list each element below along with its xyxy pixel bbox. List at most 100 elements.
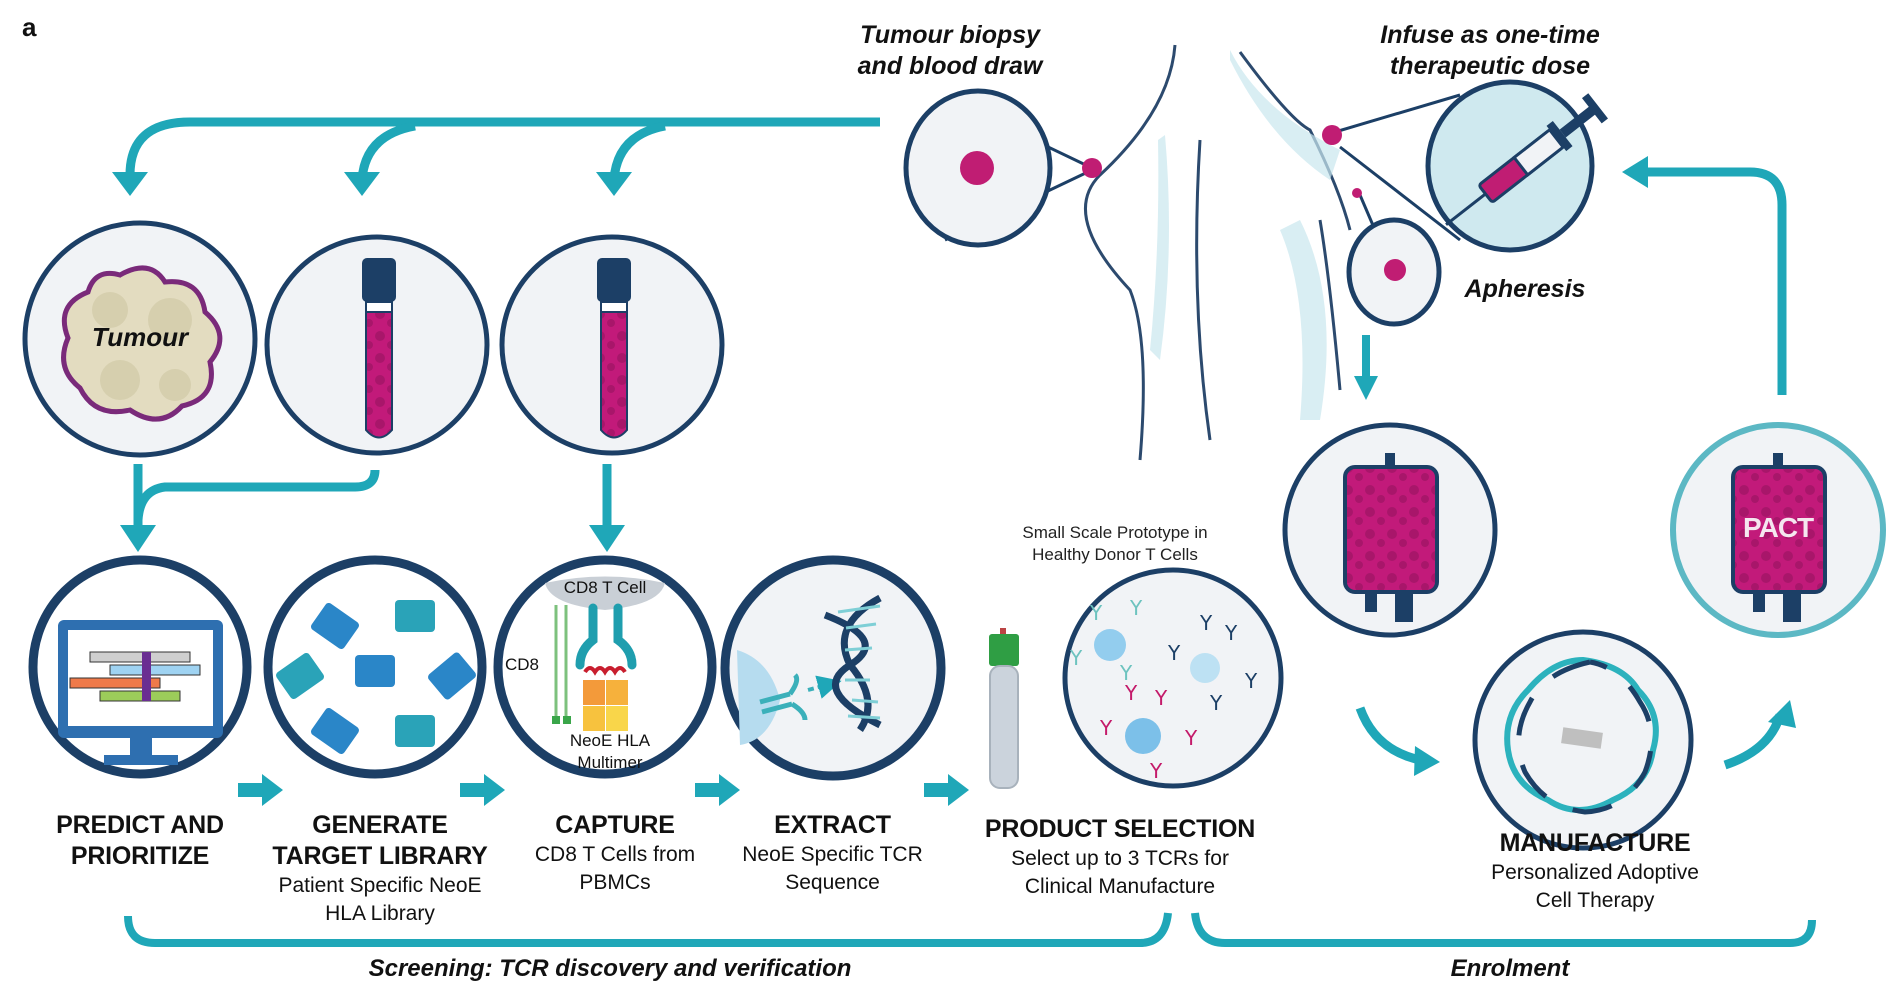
vial-cap [989,634,1019,666]
capture-circle [493,555,717,779]
arrowhead-left-icon [1622,156,1648,188]
apheresis-bag-circle [1282,422,1498,638]
library-circle [263,555,487,779]
svg-text:Y: Y [1149,759,1163,783]
arrowhead-right-icon [1414,746,1440,776]
dna-helix-icon [823,594,882,732]
feed-arrows [125,117,880,181]
svg-text:Y: Y [1069,646,1083,670]
vial-icon [989,665,1019,789]
step-title-line2: TARGET LIBRARY [272,842,488,870]
body-silhouette [1084,44,1352,461]
step-extract: EXTRACT NeoE Specific TCR Sequence [715,810,950,897]
screening-brace [124,912,1172,947]
feed-branch-2 [357,121,416,181]
return-arrow [1622,156,1787,395]
tcr-icon [575,603,637,670]
predict-circle [28,555,252,779]
svg-text:Y: Y [1099,716,1113,740]
pact-bag-circle [1670,422,1886,638]
prototype-caption-line2: Healthy Donor T Cells [1032,545,1198,564]
screening-section-label: Screening: TCR discovery and verificatio… [368,955,852,982]
step-generate: GENERATE TARGET LIBRARY Patient Specific… [255,810,505,928]
cd8-label: CD8 [504,655,539,674]
blood-bag-icon [1343,465,1439,594]
step-arrows [238,774,969,806]
feed-branch-3 [609,121,666,181]
svg-text:Y: Y [1167,641,1181,665]
arrowhead-down-icon [344,172,380,196]
arrow-right-icon [238,774,283,806]
svg-text:Y: Y [1209,691,1223,715]
biopsy-zoom-circle [903,88,1102,248]
step-title-line1: PRODUCT SELECTION [984,815,1256,843]
syringe-icon [1445,93,1608,226]
step-subtitle-line2: PBMCs [579,871,651,894]
step-title-line2: PRIORITIZE [70,842,210,870]
step-predict: PREDICT AND PRIORITIZE [20,810,260,872]
step-subtitle-line2: Cell Therapy [1535,889,1655,912]
prototype-caption: Small Scale Prototype in Healthy Donor T… [990,522,1240,566]
tumour-sample-circle [22,220,258,458]
arrow-right-icon [695,774,740,806]
down-arrows [133,464,612,530]
arrow-right-icon [460,774,505,806]
panel-label: a [22,12,37,42]
svg-text:Y: Y [1154,686,1168,710]
arrow-right-icon [924,774,969,806]
svg-text:Y: Y [1199,611,1213,635]
step-manufacture: MANUFACTURE Personalized Adoptive Cell T… [1455,828,1735,915]
multimer-label-line2: Multimer [577,753,643,772]
svg-text:Y: Y [1184,726,1198,750]
donor-t-cells-circle [1062,567,1284,789]
pact-label: PACT [1743,512,1814,543]
arrowhead-down-icon [112,172,148,196]
enrolment-brace [1191,912,1816,947]
cd8-t-cell-label: CD8 T Cell [563,578,647,597]
biopsy-label-line1: Tumour biopsy [859,21,1041,49]
prototype-caption-line1: Small Scale Prototype in [1022,523,1208,542]
extract-circle [720,555,946,781]
manufacture-circle [1472,629,1694,851]
svg-text:Y: Y [1089,601,1103,625]
infuse-label: Infuse as one-time therapeutic dose [1340,20,1640,82]
biopsy-label: Tumour biopsy and blood draw [835,20,1065,82]
biopsy-site-dot [960,151,994,185]
step-title-line1: CAPTURE [555,811,675,839]
step-subtitle-line1: Personalized Adoptive [1491,861,1699,884]
svg-text:Y: Y [1124,681,1138,705]
step-subtitle-line1: Select up to 3 TCRs for [1011,847,1229,870]
arrowhead-up-icon [1768,700,1796,728]
arrowhead-down-icon [120,525,156,552]
feed-arrowheads [112,172,632,196]
step-title-line1: EXTRACT [774,811,891,839]
hla-multimer-icons [276,600,476,755]
step-subtitle-line1: CD8 T Cells from [534,843,696,866]
blood-tube-circle-1 [264,234,490,456]
biopsy-label-line2: and blood draw [857,52,1043,80]
svg-text:Y: Y [1129,596,1143,620]
step-title-line1: GENERATE [312,811,448,839]
svg-text:Y: Y [1244,669,1258,693]
arrowhead-down-icon [589,525,625,552]
svg-text:Y: Y [1224,621,1238,645]
tube-cap [597,258,631,302]
section-braces [124,912,1816,947]
step-subtitle-line2: Clinical Manufacture [1024,875,1216,898]
tcr-icon [759,673,808,721]
step-capture: CAPTURE CD8 T Cells from PBMCs [500,810,730,897]
infuse-label-line2: therapeutic dose [1389,52,1591,80]
blood-tube-icon [365,311,393,439]
infuse-label-line1: Infuse as one-time [1380,21,1600,49]
feed-line-main [125,117,880,176]
t-cell-membrane [545,576,665,610]
multimer-label-line1: NeoE HLA [569,731,651,750]
svg-text:Y: Y [1119,661,1133,685]
arrowhead-down-icon [1354,376,1378,400]
apheresis-zoom-circle [1346,188,1442,327]
pact-bag-icon [1731,465,1827,594]
step-product-selection: PRODUCT SELECTION Select up to 3 TCRs fo… [960,814,1280,901]
